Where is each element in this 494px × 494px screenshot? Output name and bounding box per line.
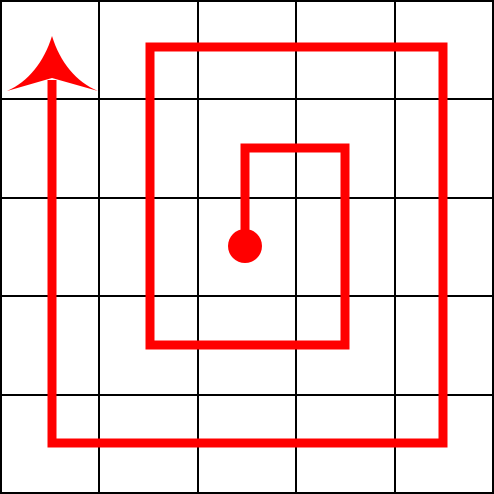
spiral-path [47,42,448,448]
spiral-end-arrowhead [7,36,98,91]
spiral-start-dot [228,229,262,263]
spiral-path-group [7,36,448,448]
